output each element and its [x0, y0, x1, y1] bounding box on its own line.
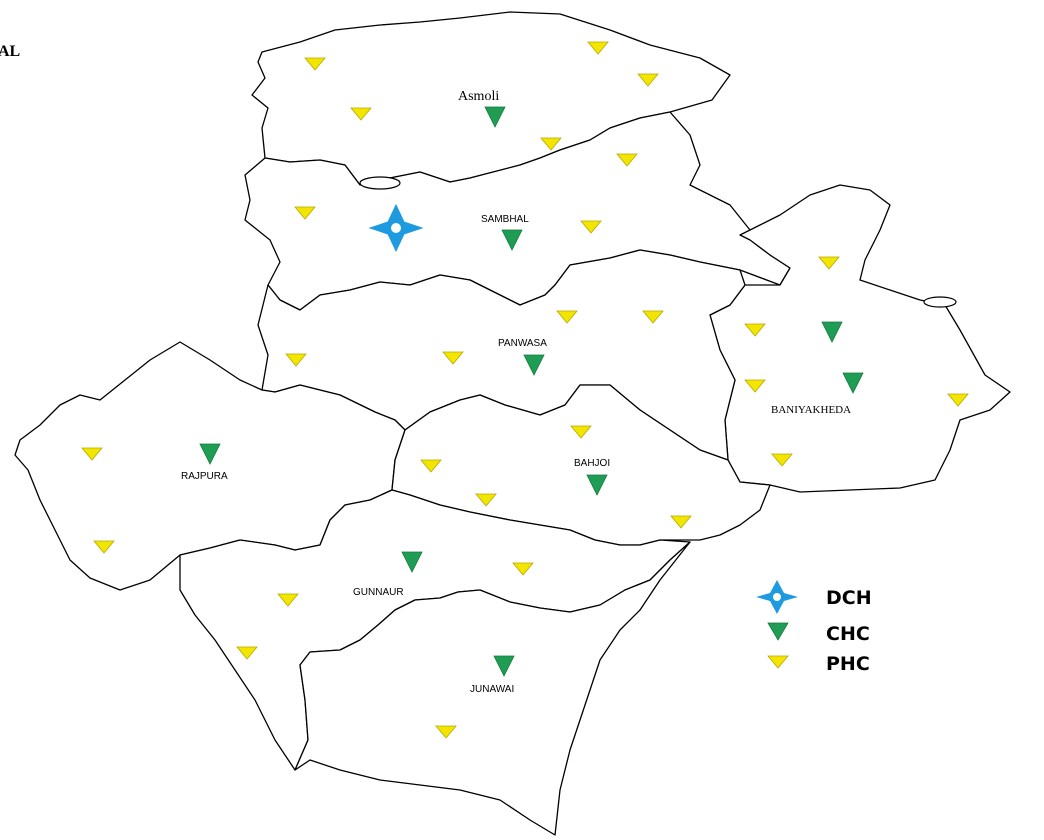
- legend-dch-label: DCH: [826, 587, 872, 609]
- phc-marker[interactable]: [570, 425, 592, 439]
- legend-phc-icon: [767, 655, 789, 669]
- block-label-panwasa: PANWASA: [498, 338, 547, 349]
- legend-dch-icon: [756, 580, 798, 614]
- phc-marker[interactable]: [435, 725, 457, 739]
- phc-marker[interactable]: [947, 393, 969, 407]
- phc-marker[interactable]: [771, 453, 793, 467]
- chc-marker-baniyakheda[interactable]: [842, 372, 864, 394]
- phc-marker[interactable]: [420, 459, 442, 473]
- chc-marker-panwasa[interactable]: [523, 354, 545, 376]
- phc-marker[interactable]: [277, 593, 299, 607]
- block-label-bahjoi: BAHJOI: [574, 458, 610, 469]
- phc-marker[interactable]: [81, 447, 103, 461]
- chc-markers: [199, 106, 864, 677]
- chc-marker-rajpura[interactable]: [199, 443, 221, 465]
- legend-chc-icon: [767, 622, 789, 641]
- phc-markers: [81, 41, 969, 739]
- phc-marker[interactable]: [304, 57, 326, 71]
- block-label-baniyakheda: BANIYAKHEDA: [771, 404, 851, 416]
- chc-marker-sambhal[interactable]: [501, 229, 523, 251]
- water-body-north: [359, 176, 401, 190]
- block-label-sambhal: SAMBHAL: [481, 214, 529, 225]
- dch-marker-sambhal[interactable]: [368, 203, 424, 253]
- phc-marker[interactable]: [642, 310, 664, 324]
- phc-marker[interactable]: [637, 73, 659, 87]
- water-body-east: [923, 296, 957, 308]
- phc-marker[interactable]: [744, 379, 766, 393]
- chc-marker-bahjoi[interactable]: [586, 474, 608, 496]
- block-label-junawai: JUNAWAI: [470, 684, 514, 695]
- phc-marker[interactable]: [670, 515, 692, 529]
- chc-marker-baniyakheda-north[interactable]: [821, 321, 843, 343]
- chc-marker-gunnaur[interactable]: [401, 551, 423, 573]
- phc-marker[interactable]: [580, 220, 602, 234]
- phc-marker[interactable]: [540, 137, 562, 151]
- block-label-rajpura: RAJPURA: [181, 471, 228, 482]
- phc-marker[interactable]: [512, 562, 534, 576]
- phc-marker[interactable]: [587, 41, 609, 55]
- phc-marker[interactable]: [294, 206, 316, 220]
- phc-marker[interactable]: [350, 107, 372, 121]
- legend-chc-label: CHC: [826, 623, 870, 645]
- phc-marker[interactable]: [285, 353, 307, 367]
- region-junawai[interactable]: [294, 541, 691, 836]
- phc-marker[interactable]: [475, 493, 497, 507]
- region-baniyakheda[interactable]: [709, 184, 1011, 493]
- legend-phc-label: PHC: [826, 653, 870, 675]
- block-label-gunnaur: GUNNAUR: [353, 587, 404, 598]
- phc-marker[interactable]: [616, 153, 638, 167]
- block-label-asmoli: Asmoli: [458, 89, 499, 104]
- map-title-fragment: AL: [0, 43, 20, 60]
- phc-marker[interactable]: [818, 256, 840, 270]
- chc-marker-asmoli[interactable]: [484, 106, 506, 128]
- phc-marker[interactable]: [556, 310, 578, 324]
- phc-marker[interactable]: [93, 540, 115, 554]
- legend: DCH CHC PHC: [756, 580, 872, 675]
- phc-marker[interactable]: [236, 646, 258, 660]
- phc-marker[interactable]: [744, 323, 766, 337]
- phc-marker[interactable]: [442, 351, 464, 365]
- chc-marker-junawai[interactable]: [493, 655, 515, 677]
